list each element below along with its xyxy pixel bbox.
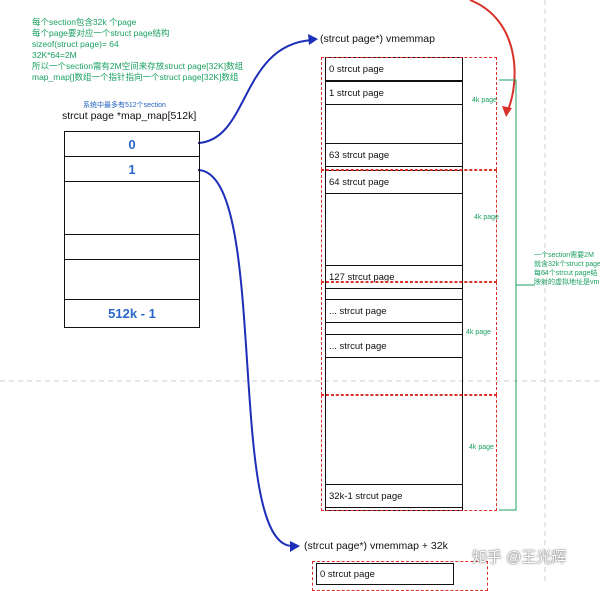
page-frame-4k	[321, 57, 497, 170]
map-map-declaration: strcut page *map_map[512k]	[62, 110, 197, 122]
map-entry-last: 512k - 1	[108, 306, 156, 321]
vmemmap-entry: 63 strcut page	[325, 143, 463, 167]
note-line: map_map[]数组一个指针指向一个struct page[32K]数组	[32, 72, 239, 82]
vmemmap-entry: 127 strcut page	[325, 265, 463, 289]
max-sections-note: 系统中最多有512个section	[83, 102, 166, 109]
note-line: 每个page要对应一个struct page结构	[32, 28, 170, 38]
page-frame-4k	[321, 395, 497, 511]
page-size-label: 4k page	[466, 329, 491, 336]
note-line: 就含32k个struct page	[534, 261, 600, 268]
page-size-label: 4k page	[472, 97, 497, 104]
map-entry	[65, 260, 199, 300]
vmemmap32k-label: (strcut page*) vmemmap + 32k	[304, 540, 448, 552]
green-bracket	[499, 79, 517, 511]
vmemmap-entry: 1 strcut page	[325, 81, 463, 105]
note-line: 32K*64=2M	[32, 50, 77, 60]
vmemmap-entry: 32k-1 strcut page	[325, 484, 463, 508]
watermark: 知乎 @王光辉	[472, 549, 567, 566]
vmemmap32k-entry: 0 strcut page	[316, 563, 454, 585]
page-frame-4k	[321, 170, 497, 282]
vmemmap-entry: ... strcut page	[325, 299, 463, 323]
page-size-label: 4k page	[474, 214, 499, 221]
note-line: 所以一个section需有2M空间来存放struct page[32K]数组	[32, 61, 244, 71]
section-notes: 每个section包含32k 个page 每个page要对应一个struct p…	[32, 17, 243, 83]
note-line: 每个section包含32k 个page	[32, 17, 137, 27]
map-entry-0: 0	[65, 132, 199, 157]
note-line: sizeof(struct page)= 64	[32, 39, 119, 49]
red-arrow-head	[502, 106, 512, 117]
page-size-label: 4k page	[469, 444, 494, 451]
vmemmap-entry: ... strcut page	[325, 334, 463, 358]
map-entry-1: 1	[65, 157, 199, 182]
map-entry	[65, 182, 199, 235]
arrow-head-vmemmap32k	[290, 541, 300, 552]
map-map-array: 0 1 512k - 1	[64, 131, 200, 328]
red-curve-arrow	[469, 0, 516, 111]
note-line: 每64个strcut page结	[534, 270, 598, 277]
note-line: 映射的虚拟地址是vm	[534, 279, 600, 286]
arrow-entry0-to-vmemmap	[197, 39, 313, 144]
section-size-note: 一个section需要2M 就含32k个struct page 每64个strc…	[534, 251, 600, 287]
vmemmap-label: (strcut page*) vmemmap	[320, 33, 435, 45]
page-frame-4k	[321, 282, 497, 395]
note-line: 一个section需要2M	[534, 252, 594, 259]
arrow-entry1-to-vmemmap32k	[197, 169, 293, 547]
map-entry	[65, 235, 199, 260]
arrow-head-vmemmap	[308, 34, 318, 45]
